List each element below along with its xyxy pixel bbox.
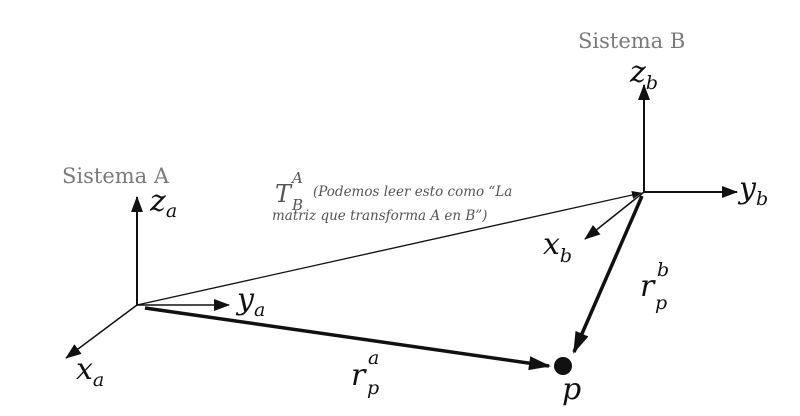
vector-r-p-a-symbol: r [351,358,367,393]
transform-note-line2: matriz que transforma A en B”) [272,208,487,224]
vector-r-p-a [144,306,551,371]
axis-a-x [65,304,138,359]
label-y-a: ya [235,282,265,321]
vector-r-p-a-sup: a [368,347,379,369]
vector-r-p-a-sub: p [367,377,379,399]
vector-r-p-b-symbol: r [640,269,656,304]
vector-r-p-b-sup: b [657,259,669,281]
system-b-label: Sistema B [578,29,685,53]
axis-b-x [584,191,645,240]
label-x-b: xb [543,227,572,267]
label-z-b: zb [629,55,658,94]
vector-r-p-b [572,195,644,354]
point-p [554,357,572,375]
vector-r-p-b-sub: p [655,292,667,314]
system-a-label: Sistema A [62,164,170,188]
transform-superscript: A [290,169,303,187]
transform-symbol: T [275,180,293,208]
label-y-b: yb [737,171,768,210]
label-x-a: xa [76,352,104,391]
transform-subscript: B [291,196,303,214]
transform-vector [136,191,642,306]
transform-note-line1: (Podemos leer esto como “La [313,184,512,200]
label-z-a: za [149,184,177,222]
point-p-label: p [562,372,581,407]
